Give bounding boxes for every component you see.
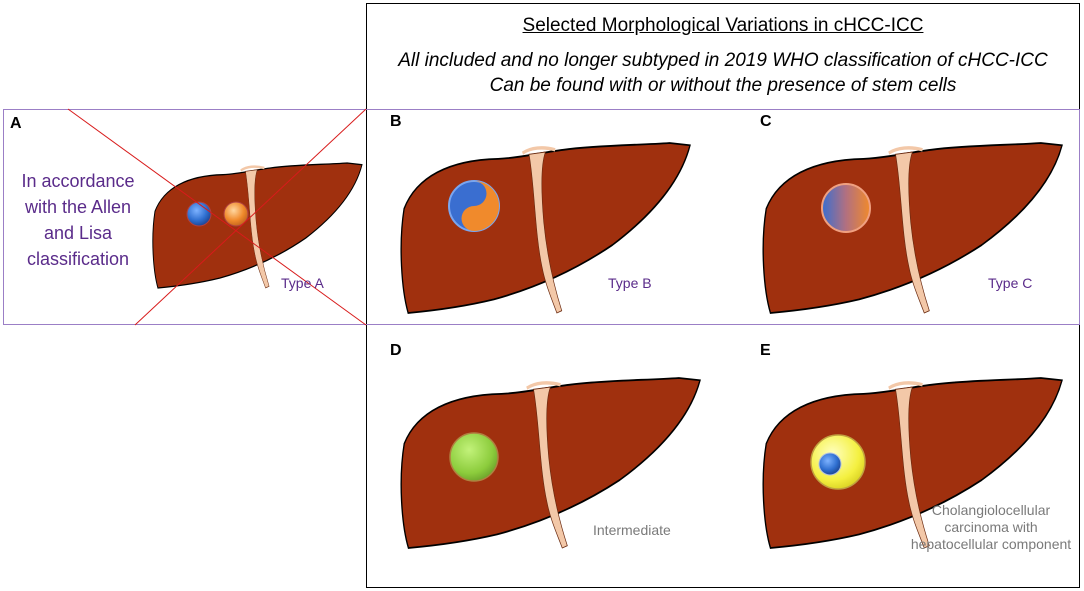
label-line-1: Cholangiolocellular	[931, 502, 1051, 518]
tumor-blue-e	[818, 452, 842, 476]
type-c-label: Type C	[988, 275, 1033, 291]
classification-note: In accordance with the Allen and Lisa cl…	[21, 171, 135, 269]
cholangiolocellular-label: Cholangiolocellular carcinoma with hepat…	[906, 502, 1076, 553]
panel-letter-b: B	[390, 113, 402, 130]
top-row-frame	[3, 109, 1080, 325]
type-b-label: Type B	[608, 275, 652, 291]
panel-letter-a: A	[10, 115, 22, 132]
tumor-gradient-c	[821, 183, 871, 233]
tumor-green-d	[449, 432, 499, 482]
label-line-3: hepatocellular component	[910, 536, 1072, 552]
panel-letter-c: C	[760, 113, 772, 130]
label-line-2: carcinoma with	[944, 519, 1038, 535]
intermediate-label: Intermediate	[593, 522, 671, 538]
tumor-yin-yang-b	[448, 180, 500, 232]
diagram-title: Selected Morphological Variations in cHC…	[522, 15, 924, 36]
type-a-label: Type A	[281, 275, 324, 291]
diagram-subtitle-1: All included and no longer subtyped in 2…	[398, 50, 1048, 71]
panel-letter-d: D	[390, 342, 402, 359]
diagram-subtitle-2: Can be found with or without the presenc…	[489, 75, 957, 96]
tumor-orange-a	[223, 201, 249, 227]
panel-letter-e: E	[760, 342, 771, 359]
cross-lines	[67, 108, 367, 326]
